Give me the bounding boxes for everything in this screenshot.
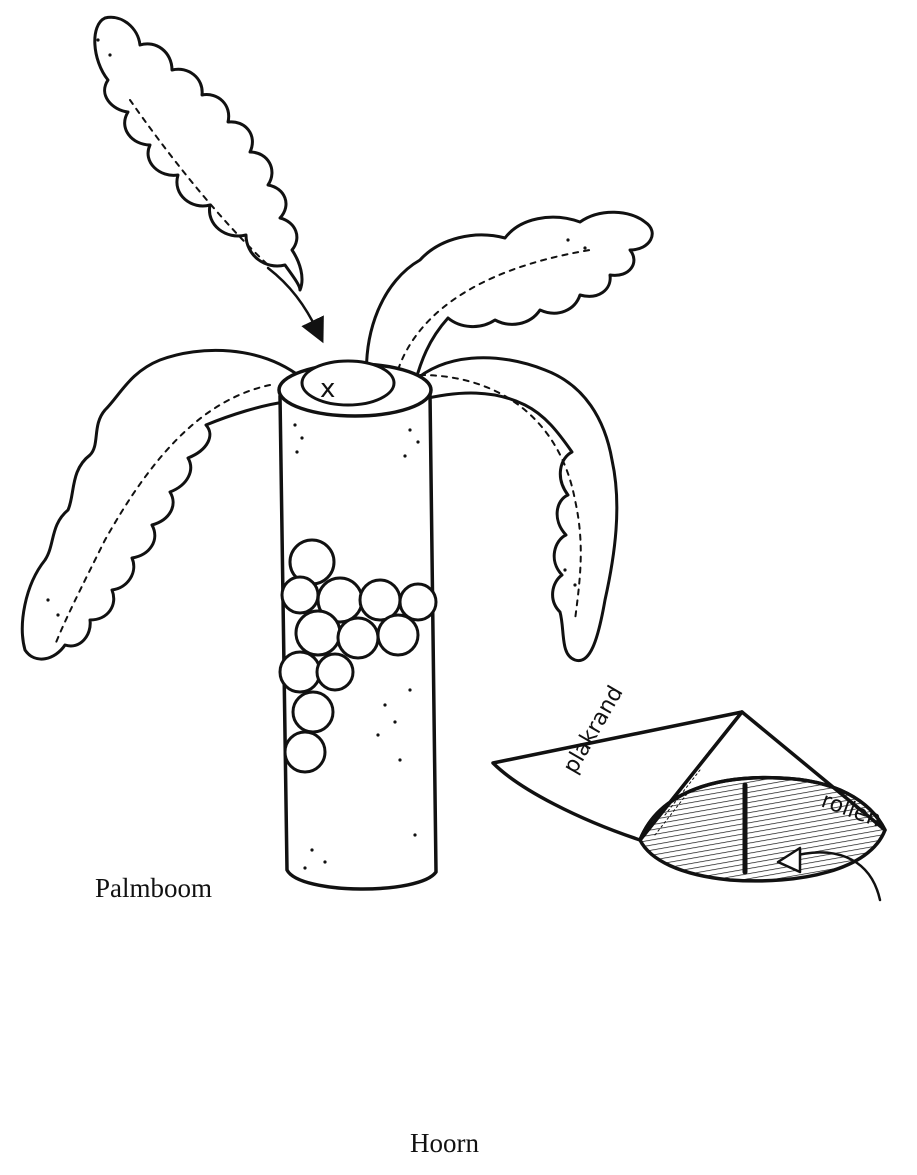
trunk-inner-rim	[302, 361, 394, 405]
loose-leaf	[95, 17, 302, 290]
cross-mark: x	[320, 374, 335, 404]
right-lower-leaf	[405, 358, 617, 661]
horn-drawing: plakrand rollen	[493, 682, 885, 900]
left-leaf	[22, 350, 302, 659]
horn-caption: Hoorn	[410, 1128, 479, 1159]
palm-caption: Palmboom	[95, 873, 212, 904]
